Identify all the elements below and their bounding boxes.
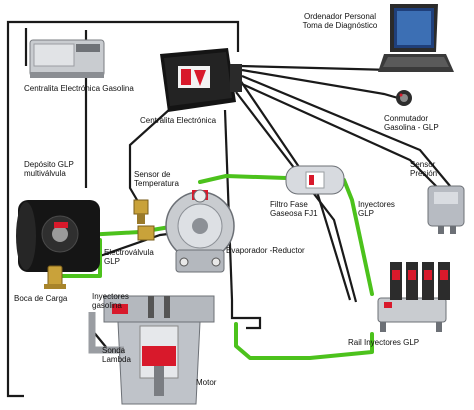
vaporizer-reducer <box>165 189 235 273</box>
gasoline-ecu <box>29 39 105 78</box>
wire-to-gas-injectors <box>223 109 234 301</box>
gas-line-vaporizer-to-filter <box>198 174 288 184</box>
injector-rail <box>377 262 450 332</box>
label-sensor-temperatura: Sensor de Temperatura <box>134 170 179 188</box>
label-conmutador: Conmutador Gasolina - GLP <box>384 114 439 132</box>
wire-bottom-motor <box>230 300 262 330</box>
label-boca-carga: Boca de Carga <box>14 294 68 303</box>
label-sensor-presion: Sensor Presión <box>410 160 438 178</box>
lpg-tank <box>16 200 100 272</box>
solenoid-valve <box>137 225 155 241</box>
label-filtro: Filtro Fase Gaseosa FJ1 <box>270 200 318 218</box>
wire-left-loop <box>6 20 240 398</box>
label-deposito: Depósito GLP multiválvula <box>24 160 74 178</box>
label-centralita-gasolina: Centralita Electrónica Gasolina <box>24 84 134 93</box>
label-inyectores-glp: Inyectores GLP <box>358 200 395 218</box>
label-sonda-lambda: Sonda Lambda <box>102 346 131 364</box>
label-evaporador: Evaporador -Reductor <box>226 246 305 255</box>
pressure-sensor <box>427 185 465 234</box>
label-motor: Motor <box>196 378 217 387</box>
engine-cutaway <box>103 295 215 405</box>
wire-to-pressure-1 <box>241 74 451 187</box>
laptop-computer <box>378 4 454 72</box>
gas-line-filter-to-rail <box>342 178 374 296</box>
label-inyectores-gasolina: Inyectores gasolina <box>92 292 129 310</box>
label-centralita-electronica: Centralita Electrónica <box>140 116 217 125</box>
lpg-ecu <box>160 48 242 112</box>
fuel-switch <box>396 90 412 106</box>
wire-to-pressure-2 <box>241 82 441 191</box>
gas-line-rail-return <box>234 322 374 360</box>
exhaust-pipe <box>88 312 124 354</box>
label-rail: Rail Inyectores GLP <box>348 338 420 347</box>
temperature-sensor <box>133 199 149 224</box>
label-ordenador: Ordenador Personal Toma de Diagnóstico <box>302 12 378 30</box>
wire-to-temp-sensor <box>128 99 181 206</box>
filler-cap <box>44 265 66 289</box>
wire-to-injectors-a <box>239 79 352 301</box>
wire-to-computer <box>239 64 391 72</box>
gas-filter <box>285 165 345 195</box>
label-electrovalvula: Electroválvula GLP <box>104 248 154 266</box>
wire-to-switch-1 <box>241 68 399 100</box>
gas-lines <box>58 174 374 360</box>
wire-to-injectors-b <box>235 91 358 303</box>
